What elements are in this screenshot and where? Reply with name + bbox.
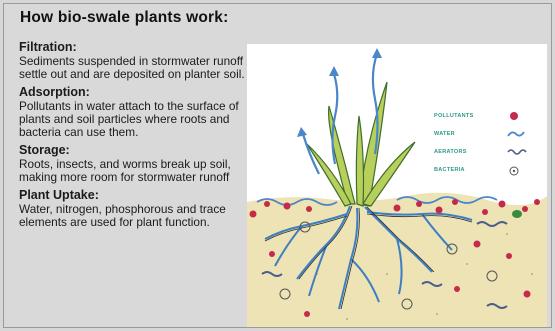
water-squiggle-icon — [507, 128, 525, 140]
bioswale-drawing — [247, 44, 547, 327]
arrow-heads — [297, 48, 382, 137]
section-body: Water, nitrogen, phosphorous and trace e… — [19, 203, 251, 229]
legend-label: POLLUTANTS — [434, 113, 474, 119]
beetle — [512, 210, 522, 218]
bacteria-icon — [507, 164, 521, 178]
section-heading: Adsorption: — [19, 85, 251, 99]
section-body: Sediments suspended in stormwater runoff… — [19, 55, 251, 81]
section-storage: Storage: Roots, insects, and worms break… — [19, 143, 251, 184]
section-heading: Plant Uptake: — [19, 188, 251, 202]
section-body: Roots, insects, and worms break up soil,… — [19, 158, 251, 184]
pollutant-dot-icon — [507, 110, 521, 122]
section-filtration: Filtration: Sediments suspended in storm… — [19, 40, 251, 81]
legend-label: AERATORS — [434, 149, 467, 155]
bioswale-illustration: POLLUTANTS WATER AERATORS BACTERIA — [247, 44, 547, 327]
legend-label: WATER — [434, 131, 455, 137]
legend-label: BACTERIA — [434, 167, 465, 173]
section-body: Pollutants in water attach to the surfac… — [19, 100, 251, 139]
section-adsorption: Adsorption: Pollutants in water attach t… — [19, 85, 251, 139]
text-column: Filtration: Sediments suspended in storm… — [19, 40, 251, 233]
plant-leaves — [307, 82, 415, 206]
page-title: How bio-swale plants work: — [20, 9, 228, 27]
section-heading: Storage: — [19, 143, 251, 157]
soil-layer — [247, 193, 547, 327]
section-plant-uptake: Plant Uptake: Water, nitrogen, phosphoro… — [19, 188, 251, 229]
aerator-squiggle-icon — [507, 146, 529, 158]
section-heading: Filtration: — [19, 40, 251, 54]
